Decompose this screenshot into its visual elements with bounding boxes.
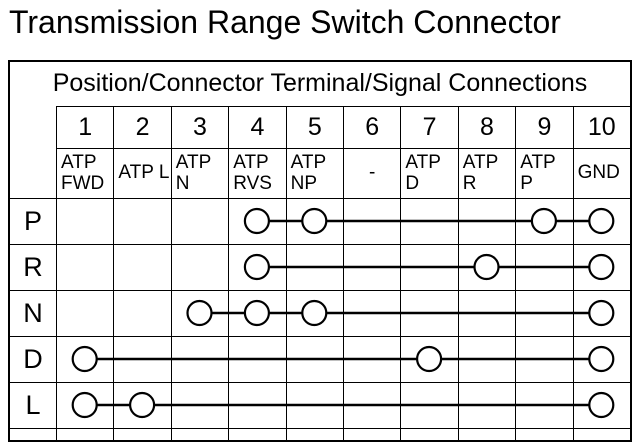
terminal-cell: [572, 336, 630, 382]
terminal-number: 1: [56, 106, 114, 148]
bottom-strip-cell: [457, 428, 516, 440]
signal-header: ATP RVS: [228, 148, 286, 198]
position-label-l: L: [10, 382, 56, 428]
terminal-cell: [285, 336, 343, 382]
terminal-number: 7: [400, 106, 458, 148]
terminal-cell: [343, 290, 401, 336]
bottom-strip-cell: [343, 428, 401, 440]
terminal-cell: [113, 290, 171, 336]
bottom-strip-cell: [170, 428, 229, 440]
terminal-cell: [515, 290, 573, 336]
terminal-cell: [170, 290, 229, 336]
terminal-cell: [56, 336, 114, 382]
terminal-cell: [170, 336, 229, 382]
terminal-cell: [228, 290, 286, 336]
terminal-cell: [56, 198, 114, 244]
terminal-cell: [285, 382, 343, 428]
terminal-number: 2: [113, 106, 171, 148]
corner-cell: [10, 106, 56, 148]
bottom-strip-cell: [515, 428, 573, 440]
terminal-cell: [515, 244, 573, 290]
terminal-cell: [457, 198, 516, 244]
terminal-cell: [572, 244, 630, 290]
terminal-cell: [285, 290, 343, 336]
terminal-cell: [343, 198, 401, 244]
terminal-cell: [515, 336, 573, 382]
table-header: Position/Connector Terminal/Signal Conne…: [52, 68, 588, 97]
terminal-cell: [56, 244, 114, 290]
terminal-cell: [113, 244, 171, 290]
terminal-number: 10: [572, 106, 630, 148]
terminal-cell: [228, 198, 286, 244]
terminal-cell: [457, 336, 516, 382]
signal-header: ATP L: [113, 148, 171, 198]
terminal-cell: [56, 290, 114, 336]
terminal-cell: [572, 382, 630, 428]
terminal-cell: [572, 290, 630, 336]
signal-header: ATP NP: [285, 148, 343, 198]
terminal-cell: [400, 290, 458, 336]
page-title: Transmission Range Switch Connector: [9, 4, 561, 40]
bottom-strip-cell: [113, 428, 171, 440]
terminal-cell: [170, 198, 229, 244]
signal-header: -: [343, 148, 401, 198]
signal-header: ATP P: [515, 148, 573, 198]
terminal-cell: [400, 336, 458, 382]
bottom-strip-cell: [285, 428, 343, 440]
terminal-cell: [56, 382, 114, 428]
signal-header: ATP R: [457, 148, 516, 198]
bottom-strip-cell: [228, 428, 286, 440]
terminal-cell: [343, 336, 401, 382]
bottom-strip-cell: [400, 428, 458, 440]
terminal-cell: [343, 382, 401, 428]
terminal-cell: [113, 336, 171, 382]
terminal-cell: [170, 382, 229, 428]
position-label-p: P: [10, 198, 56, 244]
terminal-cell: [170, 244, 229, 290]
terminal-cell: [572, 198, 630, 244]
terminal-cell: [343, 244, 401, 290]
bottom-strip-corner: [10, 428, 56, 440]
terminal-cell: [228, 382, 286, 428]
terminal-cell: [228, 336, 286, 382]
terminal-number: 3: [170, 106, 229, 148]
terminal-cell: [457, 382, 516, 428]
signal-header: ATP D: [400, 148, 458, 198]
position-label-d: D: [10, 336, 56, 382]
terminal-cell: [400, 244, 458, 290]
connections-table: Position/Connector Terminal/Signal Conne…: [8, 60, 632, 442]
terminal-cell: [400, 382, 458, 428]
signal-row-corner: [10, 148, 56, 198]
terminal-number: 9: [515, 106, 573, 148]
connections-grid: Position/Connector Terminal/Signal Conne…: [10, 62, 630, 440]
terminal-number: 8: [457, 106, 516, 148]
terminal-cell: [113, 198, 171, 244]
terminal-cell: [113, 382, 171, 428]
signal-header: GND: [572, 148, 630, 198]
terminal-cell: [515, 198, 573, 244]
terminal-number: 6: [343, 106, 401, 148]
terminal-cell: [285, 198, 343, 244]
bottom-strip-cell: [572, 428, 630, 440]
position-label-n: N: [10, 290, 56, 336]
signal-header: ATP FWD: [56, 148, 114, 198]
terminal-cell: [228, 244, 286, 290]
terminal-cell: [400, 198, 458, 244]
terminal-cell: [457, 244, 516, 290]
terminal-cell: [457, 290, 516, 336]
terminal-number: 5: [285, 106, 343, 148]
bottom-strip-cell: [56, 428, 114, 440]
terminal-cell: [515, 382, 573, 428]
terminal-cell: [285, 244, 343, 290]
signal-header: ATP N: [170, 148, 229, 198]
terminal-number: 4: [228, 106, 286, 148]
position-label-r: R: [10, 244, 56, 290]
